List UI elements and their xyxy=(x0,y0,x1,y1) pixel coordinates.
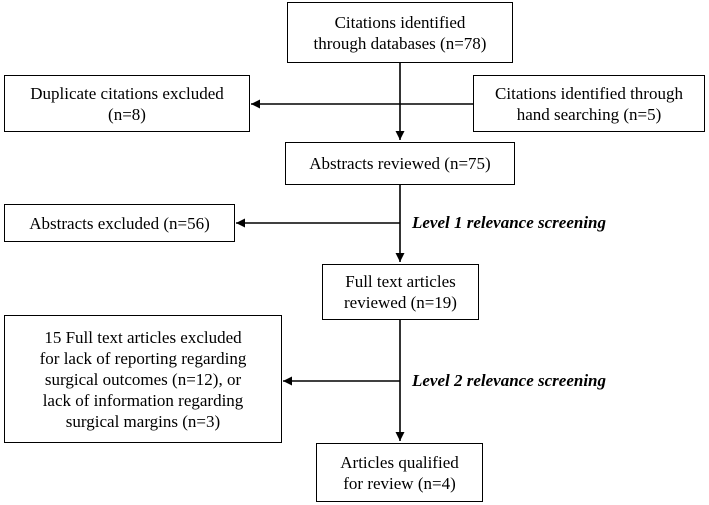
box-articles-qualified: Articles qualified for review (n=4) xyxy=(316,443,483,502)
box-text: 15 Full text articles excluded xyxy=(44,327,242,347)
box-text: for lack of reporting regarding xyxy=(39,348,247,368)
box-text: through databases (n=78) xyxy=(313,33,487,53)
box-citations-identified: Citations identified through databases (… xyxy=(287,2,513,63)
box-abstracts-excluded: Abstracts excluded (n=56) xyxy=(4,204,235,242)
box-text: Abstracts reviewed (n=75) xyxy=(309,154,491,173)
box-duplicate-citations-excluded: Duplicate citations excluded (n=8) xyxy=(4,75,250,132)
box-full-text-excluded: 15 Full text articles excluded for lack … xyxy=(4,315,282,443)
box-text: (n=8) xyxy=(108,104,146,124)
box-text: Citations identified xyxy=(334,12,466,32)
box-text: Articles qualified xyxy=(340,452,459,472)
box-text: Full text articles xyxy=(345,272,456,291)
box-text: Abstracts excluded (n=56) xyxy=(29,213,210,233)
box-text: Citations identified through xyxy=(495,83,683,103)
box-text: surgical margins (n=3) xyxy=(65,411,221,431)
box-abstracts-reviewed: Abstracts reviewed (n=75) xyxy=(285,142,515,185)
level1-screening-label: Level 1 relevance screening xyxy=(412,213,607,232)
box-text: surgical outcomes (n=12), or xyxy=(44,369,242,389)
box-full-text-reviewed: Full text articles reviewed (n=19) xyxy=(322,264,479,320)
box-hand-searching: Citations identified through hand search… xyxy=(473,75,705,132)
level2-screening-label: Level 2 relevance screening xyxy=(412,371,607,390)
box-text: lack of information regarding xyxy=(42,390,244,410)
box-text: for review (n=4) xyxy=(343,473,456,493)
box-text: reviewed (n=19) xyxy=(344,293,457,312)
box-text: Duplicate citations excluded xyxy=(30,83,224,103)
box-text: hand searching (n=5) xyxy=(516,104,662,124)
